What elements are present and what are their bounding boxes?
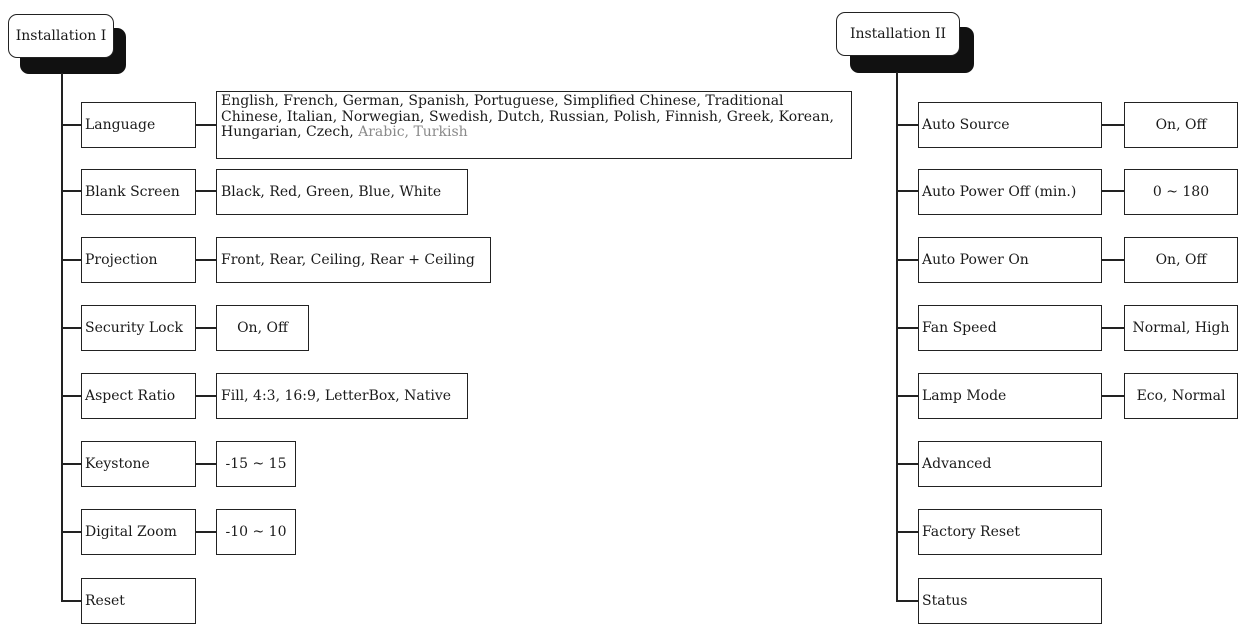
installation-1-trunk: [61, 73, 63, 602]
menu-item-reset: Reset: [81, 578, 196, 624]
menu-item-digital-zoom: Digital Zoom: [81, 509, 196, 555]
connector: [196, 327, 216, 329]
connector: [196, 190, 216, 192]
installation-2-root: Installation II: [836, 12, 960, 56]
options-lamp-mode: Eco, Normal: [1124, 373, 1238, 419]
connector: [61, 531, 81, 533]
options-aspect-ratio: Fill, 4:3, 16:9, LetterBox, Native: [216, 373, 468, 419]
connector: [61, 190, 81, 192]
options-language-extra: Arabic, Turkish: [358, 124, 468, 140]
menu-item-auto-power-off: Auto Power Off (min.): [918, 169, 1102, 215]
connector: [896, 600, 918, 602]
menu-item-auto-source: Auto Source: [918, 102, 1102, 148]
options-auto-power-on: On, Off: [1124, 237, 1238, 283]
connector: [61, 600, 81, 602]
menu-item-fan-speed: Fan Speed: [918, 305, 1102, 351]
menu-item-lamp-mode: Lamp Mode: [918, 373, 1102, 419]
connector: [1102, 124, 1124, 126]
connector: [1102, 259, 1124, 261]
options-auto-source: On, Off: [1124, 102, 1238, 148]
options-auto-power-off: 0 ~ 180: [1124, 169, 1238, 215]
options-keystone: -15 ~ 15: [216, 441, 296, 487]
connector: [896, 395, 918, 397]
connector: [896, 531, 918, 533]
menu-item-language: Language: [81, 102, 196, 148]
menu-item-aspect-ratio: Aspect Ratio: [81, 373, 196, 419]
connector: [61, 395, 81, 397]
menu-item-projection: Projection: [81, 237, 196, 283]
menu-item-security-lock: Security Lock: [81, 305, 196, 351]
options-fan-speed: Normal, High: [1124, 305, 1238, 351]
menu-item-advanced: Advanced: [918, 441, 1102, 487]
connector: [61, 463, 81, 465]
connector: [896, 327, 918, 329]
menu-item-blank-screen: Blank Screen: [81, 169, 196, 215]
connector: [1102, 395, 1124, 397]
options-digital-zoom: -10 ~ 10: [216, 509, 296, 555]
menu-item-auto-power-on: Auto Power On: [918, 237, 1102, 283]
connector: [61, 327, 81, 329]
options-projection: Front, Rear, Ceiling, Rear + Ceiling: [216, 237, 491, 283]
options-security-lock: On, Off: [216, 305, 309, 351]
menu-item-status: Status: [918, 578, 1102, 624]
options-blank-screen: Black, Red, Green, Blue, White: [216, 169, 468, 215]
installation-1-root: Installation I: [8, 14, 114, 58]
connector: [896, 190, 918, 192]
connector: [61, 259, 81, 261]
connector: [1102, 190, 1124, 192]
connector: [196, 395, 216, 397]
connector: [196, 531, 216, 533]
options-language-text: English, French, German, Spanish, Portug…: [221, 93, 834, 140]
connector: [1102, 327, 1124, 329]
connector: [196, 124, 216, 126]
menu-item-factory-reset: Factory Reset: [918, 509, 1102, 555]
connector: [896, 124, 918, 126]
installation-2-trunk: [896, 72, 898, 602]
connector: [196, 259, 216, 261]
connector: [896, 463, 918, 465]
menu-item-keystone: Keystone: [81, 441, 196, 487]
connector: [196, 463, 216, 465]
connector: [61, 124, 81, 126]
options-language: English, French, German, Spanish, Portug…: [216, 91, 852, 159]
connector: [896, 259, 918, 261]
